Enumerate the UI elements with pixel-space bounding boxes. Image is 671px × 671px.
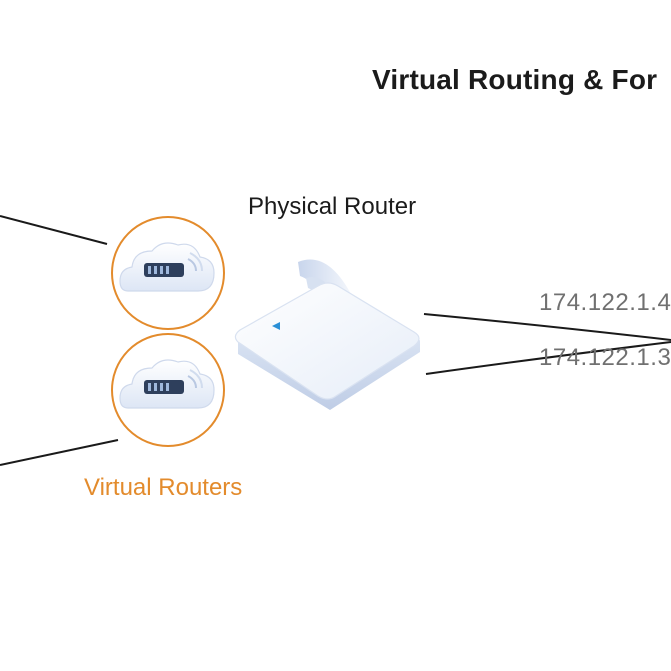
diagram-title: Virtual Routing & For xyxy=(372,64,658,95)
physical-router[interactable] xyxy=(234,259,420,410)
ip-label-bottom: 174.122.1.3 xyxy=(539,344,671,371)
cloud-router-icon xyxy=(119,359,215,409)
cloud-router-icon xyxy=(119,242,215,292)
ip-label-top: 174.122.1.4 xyxy=(539,289,671,316)
physical-router-label: Physical Router xyxy=(248,193,417,220)
link-line-left-bottom xyxy=(0,439,119,466)
virtual-routers-label: Virtual Routers xyxy=(84,474,243,501)
link-line-ip-top xyxy=(423,313,671,341)
virtual-router-top[interactable] xyxy=(111,216,225,330)
wireless-router-icon xyxy=(234,259,420,410)
virtual-router-bottom[interactable] xyxy=(111,333,225,447)
link-line-ip-bottom xyxy=(425,341,671,375)
link-line-left-top xyxy=(0,215,108,245)
